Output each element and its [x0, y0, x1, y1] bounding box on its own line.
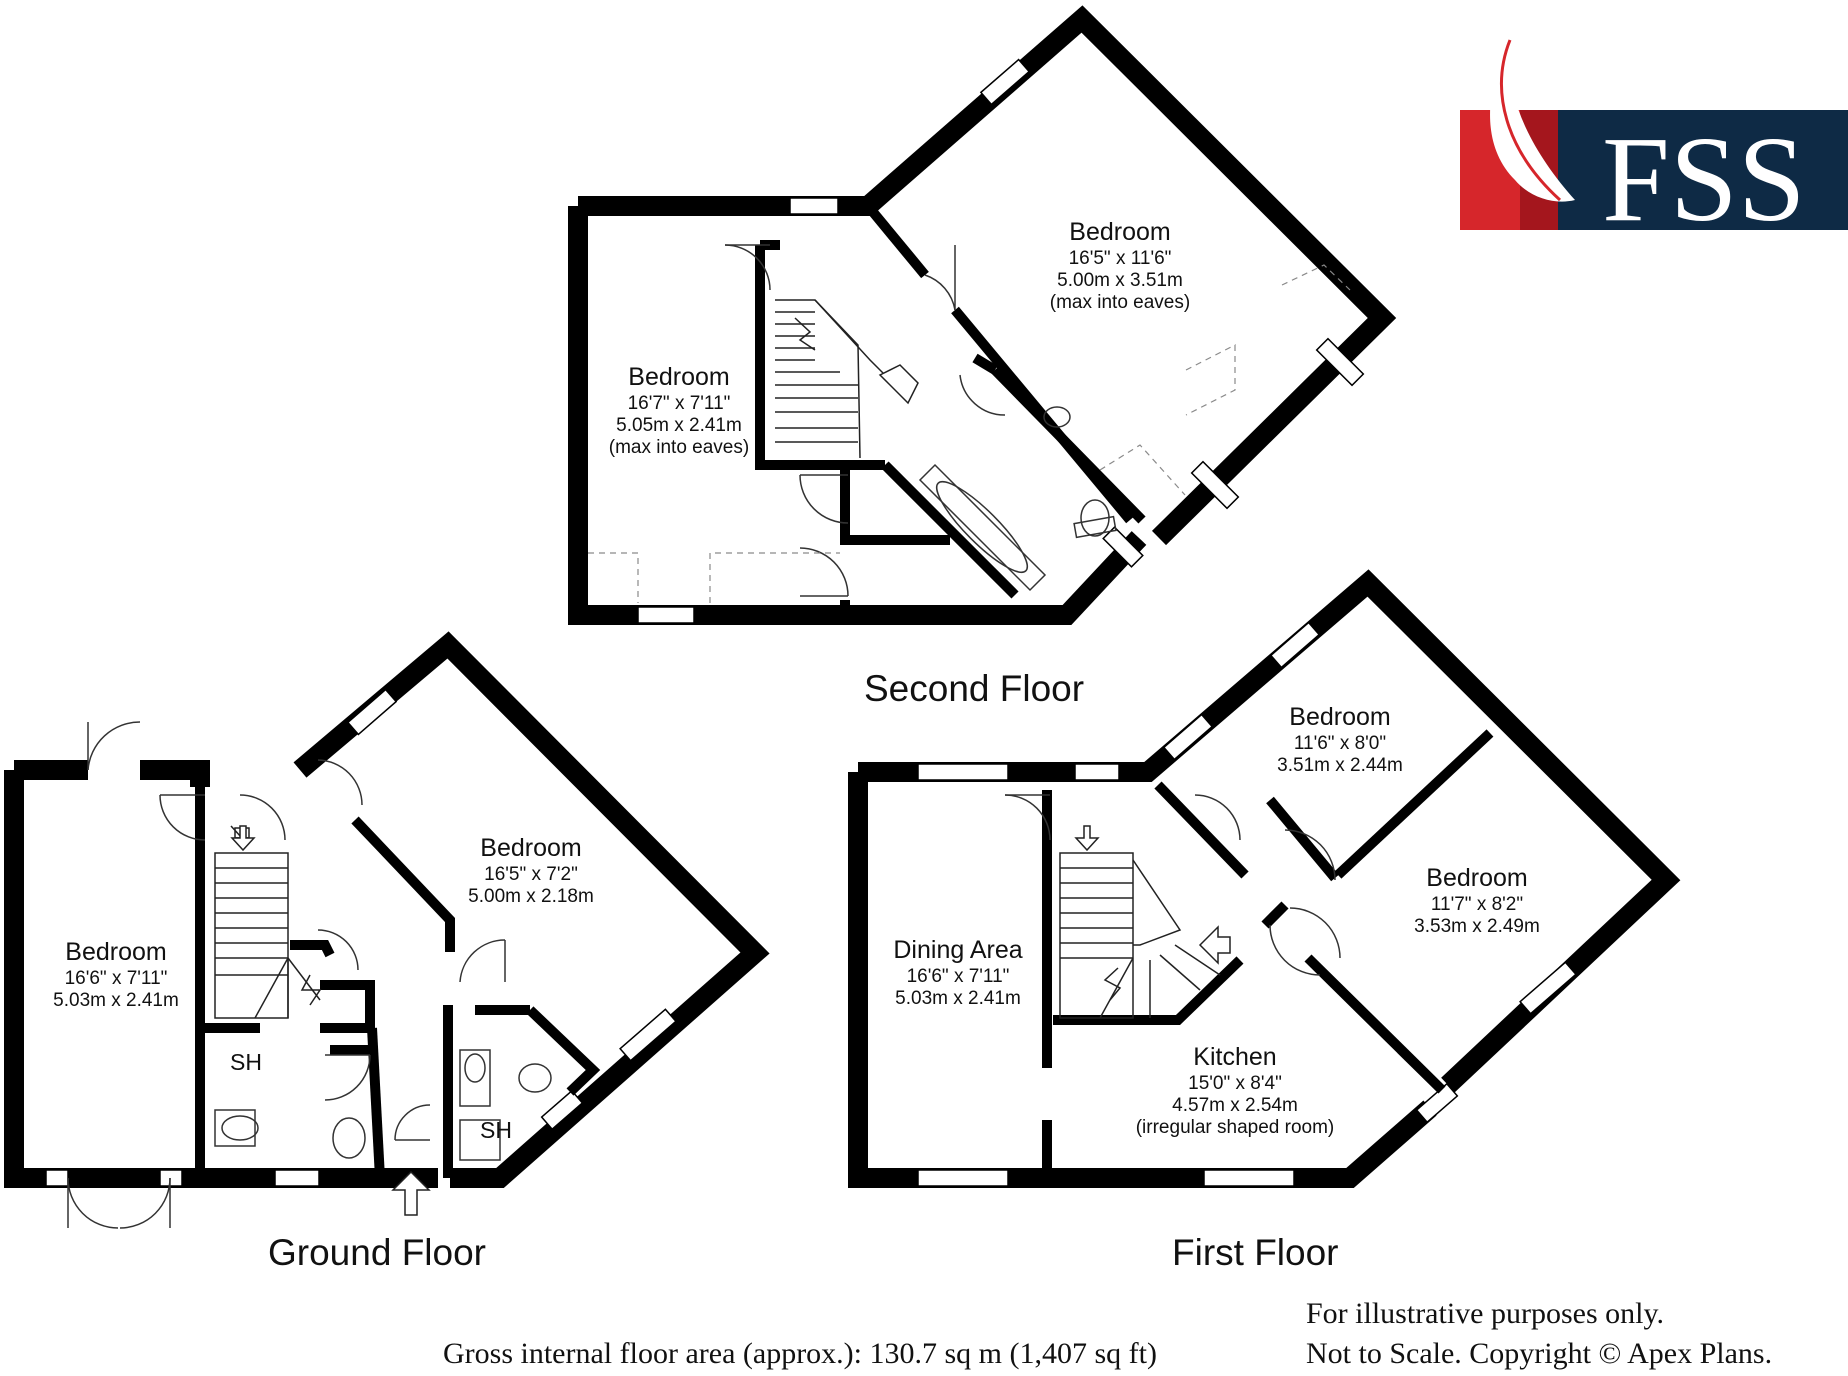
room-dimension: 11'6" x 8'0" — [1293, 732, 1387, 754]
room-dimension: 15'0" x 8'4" — [1188, 1072, 1282, 1094]
first-floor-bedroom-2-label: Bedroom 11'7" x 8'2" 3.53m x 2.49m — [1392, 864, 1562, 938]
basin — [332, 1117, 366, 1159]
door-swing — [724, 244, 771, 291]
logo-navy-block — [1558, 110, 1848, 230]
window — [1190, 460, 1240, 510]
room-dimension: 16'7" x 7'11" — [627, 392, 731, 414]
shower-label: SH — [480, 1117, 512, 1143]
room-dimension: 5.00m x 3.51m — [1057, 269, 1183, 291]
shower-label: SH — [230, 1049, 262, 1075]
first-floor-dining-area-label: Dining Area 16'6" x 7'11" 5.03m x 2.41m — [878, 936, 1038, 1010]
window — [1102, 526, 1144, 568]
window — [1315, 337, 1365, 387]
room-dimension: 3.51m x 2.44m — [1277, 754, 1403, 776]
room-name: Dining Area — [893, 936, 1023, 964]
first-floor-title: First Floor — [1172, 1232, 1339, 1273]
bathtub — [918, 406, 1117, 592]
window — [1074, 763, 1120, 781]
second-floor-title: Second Floor — [864, 668, 1085, 709]
second-floor-stairs — [775, 299, 919, 459]
disclaimer-line-1: For illustrative purposes only. — [1306, 1297, 1665, 1330]
eaves-lines — [588, 264, 1351, 603]
window — [540, 1089, 584, 1131]
cupboard-wall — [840, 465, 950, 545]
first-floor-outer-wall-north — [858, 569, 1681, 1093]
window — [1203, 1169, 1295, 1187]
window — [789, 197, 839, 215]
fss-logo: FSS — [1460, 30, 1848, 247]
room-dimension: (irregular shaped room) — [1135, 1117, 1335, 1139]
toilet — [214, 1109, 256, 1147]
ground-floor-outer-wall-east — [293, 631, 770, 1188]
room-name: Bedroom — [628, 363, 730, 391]
feather-icon — [1490, 35, 1575, 202]
first-floor-stairs — [1059, 825, 1231, 1019]
window — [917, 763, 1009, 781]
room-dimension: 3.53m x 2.49m — [1414, 915, 1540, 937]
room-dimension: 16'6" x 7'11" — [906, 965, 1010, 987]
basin — [459, 1049, 491, 1107]
window — [619, 1008, 677, 1062]
room-dimension: 16'6" x 7'11" — [64, 967, 168, 989]
disclaimer-line-2: Not to Scale. Copyright © Apex Plans. — [1306, 1337, 1773, 1370]
room-dimension: 5.03m x 2.41m — [53, 989, 179, 1011]
window — [1415, 1082, 1459, 1124]
room-name: Bedroom — [1289, 703, 1391, 731]
toilet — [518, 1063, 552, 1093]
window — [979, 58, 1031, 106]
room-name: Bedroom — [65, 938, 167, 966]
room-dimension: (max into eaves) — [608, 437, 750, 459]
first-floor-bedroom-1-label: Bedroom 11'6" x 8'0" 3.51m x 2.44m — [1255, 703, 1425, 777]
first-floor-outer-wall-south — [848, 772, 1437, 1188]
ground-floor-bedroom-2-label: Bedroom 16'5" x 7'2" 5.00m x 2.18m — [450, 834, 612, 908]
room-dimension: 5.00m x 2.18m — [468, 885, 594, 907]
entrance-arrow-icon — [391, 1170, 431, 1216]
gross-internal-area: Gross internal floor area (approx.): 130… — [443, 1337, 1157, 1370]
room-dimension: 5.03m x 2.41m — [895, 987, 1021, 1009]
window — [1269, 621, 1321, 669]
room-dimension: 5.05m x 2.41m — [616, 414, 742, 436]
ground-floor-stairs — [214, 825, 431, 1216]
window — [346, 688, 398, 736]
stair-arrow-icon — [1198, 925, 1231, 965]
second-floor-outer-wall-south — [568, 206, 1147, 625]
bath-wall — [881, 461, 1019, 599]
first-floor-kitchen-label: Kitchen 15'0" x 8'4" 4.57m x 2.54m (irre… — [1110, 1043, 1360, 1140]
ground-floor-title: Ground Floor — [268, 1232, 486, 1273]
room-name: Bedroom — [480, 834, 582, 862]
logo-text: FSS — [1602, 112, 1806, 234]
second-floor-bedroom-1-label: Bedroom 16'7" x 7'11" 5.05m x 2.41m (max… — [590, 363, 768, 460]
wall — [864, 202, 929, 279]
shower-tray — [459, 1119, 501, 1161]
room-name: Kitchen — [1193, 1043, 1277, 1071]
window — [1162, 713, 1214, 761]
second-floor-outer-wall-north — [578, 5, 1397, 546]
stair-arrow-icon — [230, 825, 256, 852]
room-dimension: 16'5" x 11'6" — [1068, 247, 1172, 269]
window — [637, 606, 695, 624]
basin — [1043, 406, 1071, 428]
room-dimension: 4.57m x 2.54m — [1172, 1094, 1298, 1116]
window — [917, 1169, 1009, 1187]
room-dimension: (max into eaves) — [1049, 292, 1191, 314]
room-name: Bedroom — [1069, 218, 1171, 246]
window — [274, 1169, 320, 1187]
room-dimension: 16'5" x 7'2" — [484, 863, 578, 885]
wall — [991, 366, 1146, 524]
room-dimension: 11'7" x 8'2" — [1430, 893, 1524, 915]
second-floor-bedroom-2-label: Bedroom 16'5" x 11'6" 5.00m x 3.51m (max… — [1030, 218, 1210, 315]
ground-floor-bedroom-1-label: Bedroom 16'6" x 7'11" 5.03m x 2.41m — [40, 938, 192, 1012]
window — [1519, 961, 1577, 1015]
stair-arrow-icon — [1074, 825, 1100, 852]
room-name: Bedroom — [1426, 864, 1528, 892]
